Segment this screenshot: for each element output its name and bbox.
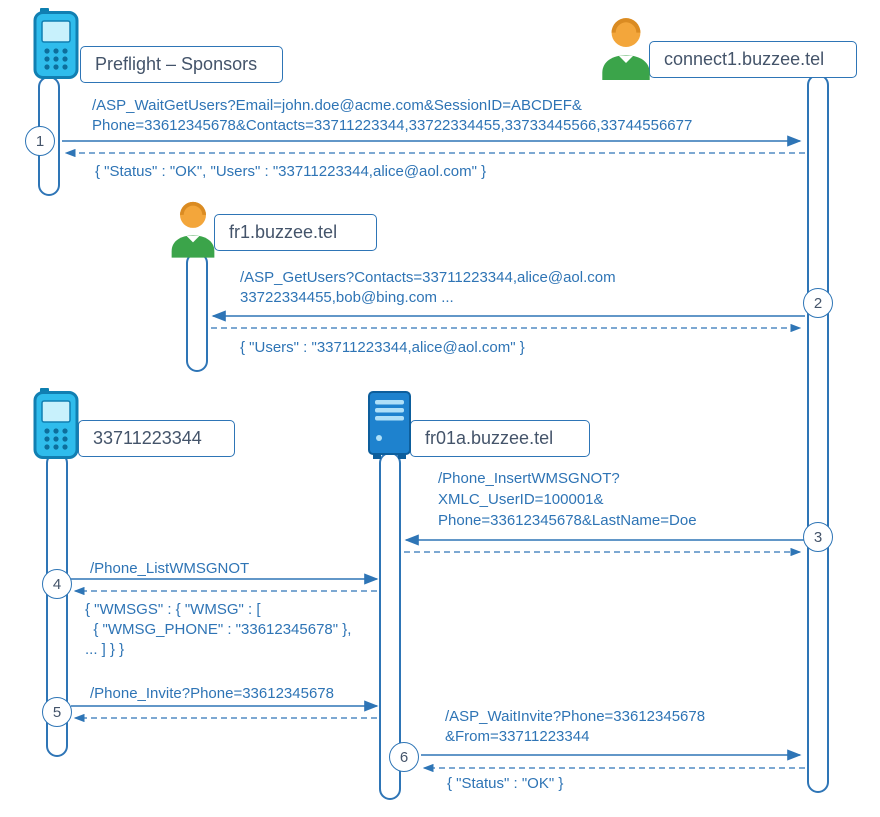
message-3-request-text: /Phone_InsertWMSGNOT? XMLC_UserID=100001…: [438, 470, 697, 529]
step-2-number: 2: [813, 294, 823, 312]
step-5-badge: 5: [42, 697, 72, 727]
step-5-number: 5: [52, 703, 62, 721]
message-1-response-text: { "Status" : "OK", "Users" : "3371122334…: [95, 163, 487, 180]
message-4-request-text: /Phone_ListWMSGNOT: [90, 560, 250, 577]
step-6-number: 6: [399, 748, 409, 766]
actor-label-fr01a-text: fr01a.buzzee.tel: [425, 428, 554, 448]
actor-label-connect1-text: connect1.buzzee.tel: [664, 49, 825, 69]
step-2-badge: 2: [803, 288, 833, 318]
step-4-number: 4: [52, 575, 62, 593]
step-6-badge: 6: [389, 742, 419, 772]
mobile-phone-icon: [33, 388, 80, 465]
actor-label-preflight: Preflight – Sponsors: [80, 46, 283, 83]
server-icon: [367, 391, 412, 464]
step-4-badge: 4: [42, 569, 72, 599]
step-1-number: 1: [35, 132, 45, 150]
message-5-request-text: /Phone_Invite?Phone=33612345678: [90, 685, 334, 702]
message-6-request-text: /ASP_WaitInvite?Phone=33612345678 &From=…: [445, 708, 706, 745]
actor-label-fr1: fr1.buzzee.tel: [214, 214, 377, 251]
message-6-response-text: { "Status" : "OK" }: [447, 775, 564, 792]
actor-label-fr1-text: fr1.buzzee.tel: [229, 222, 338, 242]
mobile-phone-icon: [33, 8, 80, 85]
person-icon: [597, 12, 655, 85]
message-2-response-text: { "Users" : "33711223344,alice@aol.com" …: [240, 339, 525, 356]
actor-label-phone-33711223344: 33711223344: [78, 420, 235, 457]
actor-label-preflight-text: Preflight – Sponsors: [95, 54, 258, 74]
actor-label-connect1: connect1.buzzee.tel: [649, 41, 857, 78]
message-4-response-text: { "WMSGS" : { "WMSG" : [ { "WMSG_PHONE" …: [85, 601, 352, 658]
step-1-badge: 1: [25, 126, 55, 156]
message-2-request-text: /ASP_GetUsers?Contacts=33711223344,alice…: [240, 269, 616, 306]
person-icon: [167, 196, 219, 263]
message-1-request-text: /ASP_WaitGetUsers?Email=john.doe@acme.co…: [92, 97, 693, 134]
actor-label-phone-33711223344-text: 33711223344: [93, 428, 202, 448]
step-3-badge: 3: [803, 522, 833, 552]
step-3-number: 3: [813, 528, 823, 546]
actor-label-fr01a: fr01a.buzzee.tel: [410, 420, 590, 457]
